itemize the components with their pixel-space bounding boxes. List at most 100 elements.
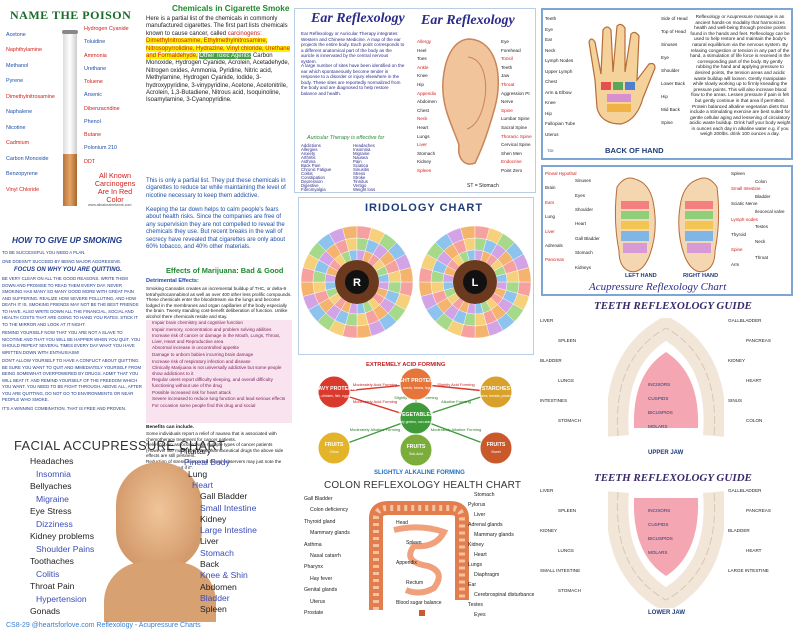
hand-title: BACK OF HAND: [605, 146, 664, 155]
ear-condition: Asthma: [301, 159, 316, 164]
ear-title-1: Ear Reflexology: [311, 11, 405, 26]
ear-st-note: ST = Stomach: [467, 183, 499, 189]
ear-condition: Colitis: [301, 171, 313, 176]
food-group-sub: Leafy greens, non-starchy: [396, 420, 436, 424]
foot-label: Spine: [731, 247, 743, 252]
benefit-item: Relief of pain associated with multiple …: [146, 442, 284, 459]
quit-paragraph: IT'S A WINNING COMBINATION. THAT IS FREE…: [2, 405, 127, 411]
foot-label: Adrenals: [545, 243, 563, 248]
ear-condition: Stress: [353, 171, 366, 176]
footer-product: Reflexology - Acupressure Charts: [96, 622, 201, 629]
ear-point-label: Stomach: [417, 150, 436, 156]
colon-center-label: Spleen: [406, 540, 422, 546]
lower-tooth-label: BICUSPIDS: [648, 536, 673, 541]
benefits-title: Benefits can include.: [146, 425, 194, 430]
foot-label: Liver: [545, 228, 555, 234]
ear-condition: Vertigo: [353, 183, 367, 188]
ear-point-label: Throat: [501, 82, 515, 87]
poison-right-label: Toluidine: [84, 39, 106, 46]
poison-left-label: Pyrene: [6, 78, 24, 85]
ear-condition: Constipation: [301, 175, 325, 180]
hand-text: Reflexology or Acupressure massage is an…: [689, 14, 791, 137]
ear-condition: Back Pain: [301, 163, 321, 168]
detrimental-title: Detrimental Effects:: [146, 278, 199, 284]
face-left-label: Hypertension: [36, 593, 87, 604]
poison-left-label: Cadmium: [6, 140, 30, 147]
food-group-node: [479, 375, 513, 409]
ear-point-label: Liver: [417, 142, 427, 148]
colon-right-label: Mammary glands: [474, 532, 514, 538]
face-right-label: Liver: [200, 536, 219, 547]
face-left-label: Shoulder Pains: [36, 543, 95, 554]
iris-pupil: [463, 270, 487, 294]
benefit-item: Some individuals report a relief of naus…: [146, 431, 277, 442]
ear-condition: Nausea: [353, 155, 368, 160]
hand-right-label: Top of Head: [661, 29, 686, 34]
colon-right-label: Heart: [474, 552, 487, 558]
carcinogens-word: carcinogens:: [227, 30, 262, 37]
lower-tooth-label: INCISORS: [648, 508, 671, 513]
quit-paragraph: BE VERY CLEAR ON ALL THE GOOD REASONS. W…: [2, 276, 139, 327]
ear-point-label: Thoracic Spine: [501, 133, 532, 139]
effect-item: Abnormal increase in uncontrolled appeti…: [152, 345, 240, 351]
food-group-node: [399, 433, 433, 467]
foot-label: Neck: [755, 239, 766, 245]
poison-right-label: Ammonia: [84, 52, 107, 59]
hand-right-label: Mid Back: [661, 107, 680, 112]
ear-condition: Pain: [353, 159, 362, 164]
ear-condition: Weight loss: [353, 187, 376, 192]
ear-condition: Arthritis: [301, 155, 316, 160]
foot-label: Shoulder: [575, 207, 594, 212]
face-left-label: Kidney problems: [30, 531, 95, 541]
acid-edge-label: Moderately Alkaline Forming: [350, 427, 400, 432]
lower-tooth-label: SMALL INTESTINE: [540, 568, 581, 573]
colon-right-label: Kidney: [468, 542, 484, 548]
colon-left-label: Pharynx: [304, 564, 324, 571]
face-right-label: Pineal Body: [184, 457, 230, 468]
foot-label: Pancreas: [545, 257, 565, 263]
acid-panel: EXTREMELY ACID FORMING Moderately Acid F…: [298, 362, 534, 480]
face-left-label: Migraine: [36, 493, 69, 504]
hand-left-label: Arm & Elbow: [545, 89, 572, 95]
food-group-node: [317, 375, 351, 409]
footer-code: CS8-29: [6, 622, 30, 629]
colon-title: COLON REFLEXOLOGY HEALTH CHART: [324, 480, 522, 491]
effect-item: Severe increased to reduce lung function…: [152, 396, 286, 402]
poison-right-label: Phenol: [84, 118, 101, 125]
upper-tooth-label: LUNGS: [558, 378, 574, 383]
ear-point-label: Lumbar Spine: [501, 116, 530, 122]
foot-label: Arm: [731, 262, 740, 268]
face-left-label: Insomnia: [36, 468, 71, 479]
face-right-label: Stomach: [200, 547, 234, 558]
foot-label: Bladder: [755, 193, 771, 199]
ear-point-label: Toes: [417, 56, 427, 62]
quit-paragraph: ONE DOESN'T SUCCEED BY BEING MAJOR AGGRE…: [2, 258, 122, 264]
iris-side-label: R: [353, 277, 361, 289]
food-group-name: FRUITS: [487, 442, 506, 448]
ear-point-label: Heel: [417, 47, 427, 53]
face-left-label: Throat Pain: [30, 581, 75, 591]
lower-tooth-label: LUNGS: [558, 548, 574, 553]
footer-brand: @heartsforlove.com: [31, 622, 95, 629]
hand-left-label: Knee: [545, 100, 556, 105]
poison-right-label: DDT: [84, 158, 96, 165]
food-group-name: FRUITS: [407, 444, 426, 450]
hand-right-label: Side of Head: [661, 16, 688, 21]
colon-left-label: Asthma: [304, 541, 322, 548]
food-group-sub: Grains, breads, potatoes: [477, 394, 514, 398]
foot-label: Heart: [575, 221, 587, 227]
food-group-node: [399, 367, 433, 401]
food-group-name: STARCHES: [482, 386, 511, 392]
ear-point-label: Tonsil: [501, 56, 513, 62]
hand-left-label: Hip: [545, 110, 552, 116]
ear-body: Ear Reflexology or Auricular Therapy int…: [301, 31, 405, 64]
hand-right-label: Shoulder: [661, 68, 680, 73]
lower-tooth-label: CUSPIDS: [648, 522, 669, 527]
lower-tooth-label: LARGE INTESTINE: [728, 568, 769, 573]
foot-label: Spleen: [731, 171, 746, 176]
marijuana-title: Effects of Marijuana: Bad & Good: [166, 266, 284, 275]
colon-left-label: Prostate: [304, 610, 324, 616]
ear-point-label: Teeth: [501, 64, 513, 70]
face-right-label: Gall Bladder: [200, 491, 248, 502]
